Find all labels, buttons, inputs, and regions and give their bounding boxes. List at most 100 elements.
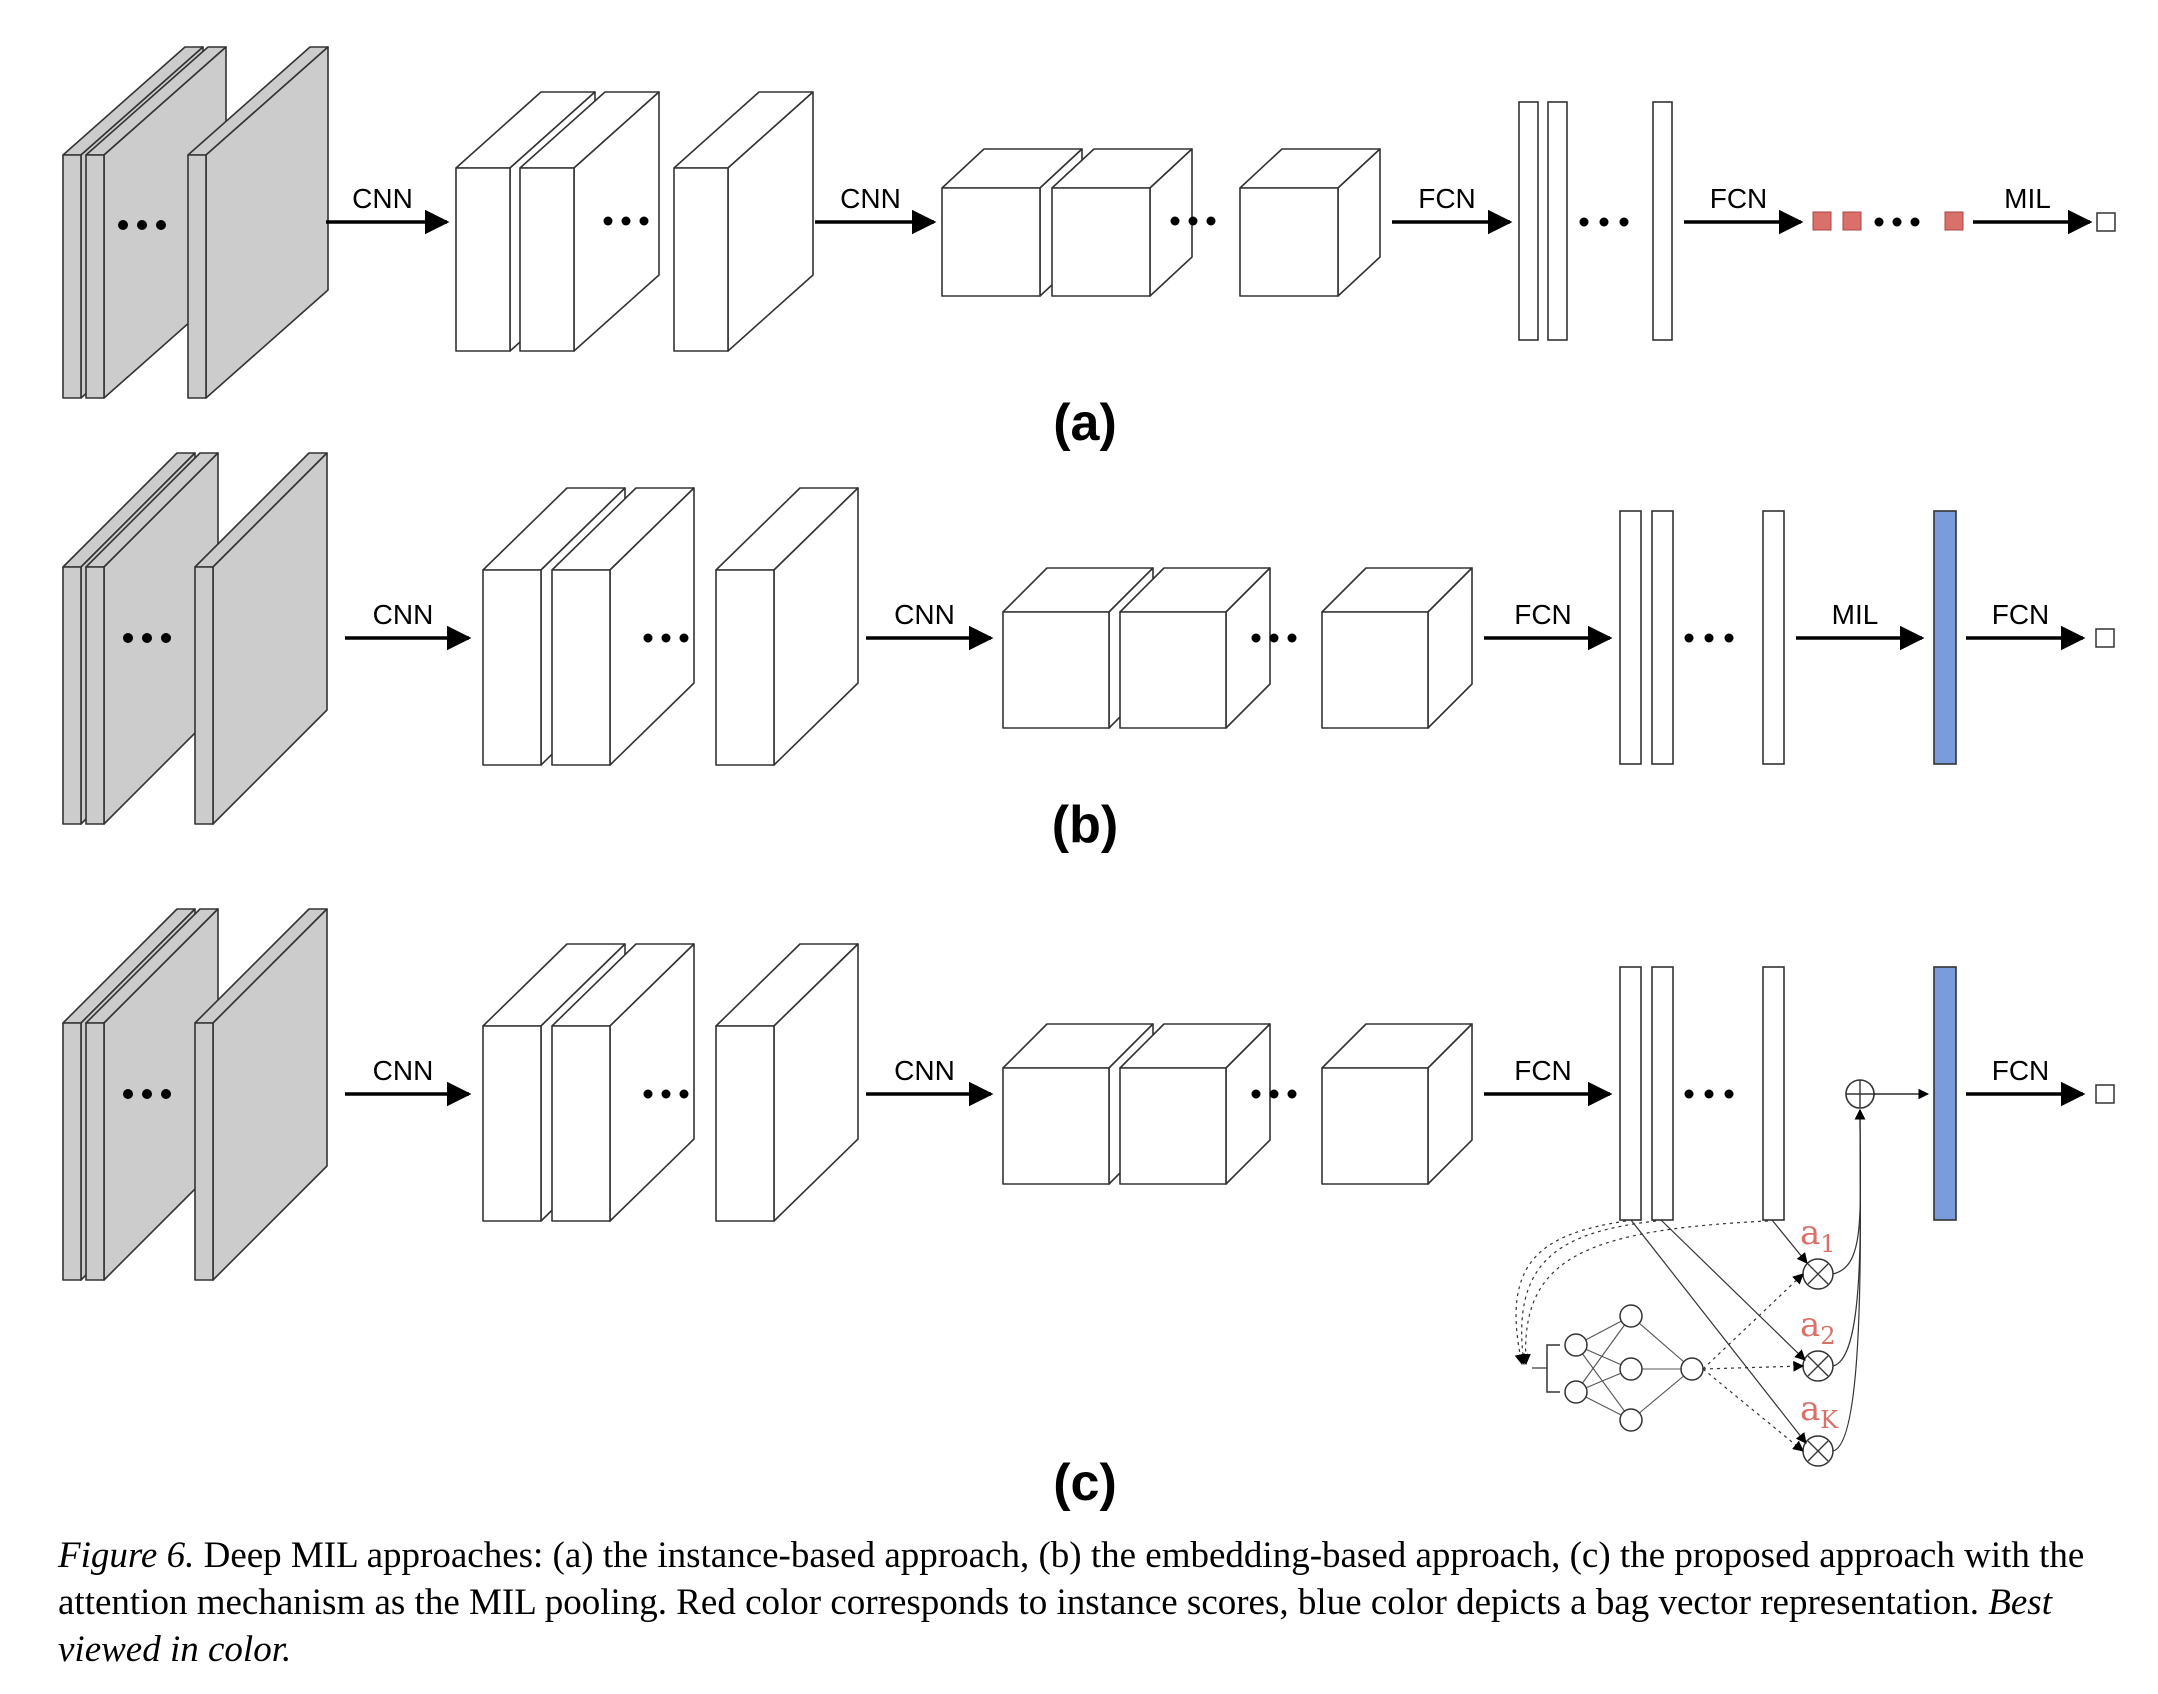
dot — [661, 1089, 671, 1099]
feature-block — [1239, 148, 1381, 297]
network-edge — [1630, 1368, 1693, 1421]
dot — [1206, 216, 1216, 226]
input-slice-front — [62, 1022, 82, 1281]
feature-block — [1321, 1023, 1473, 1185]
weighted-to-sum — [1832, 1108, 1866, 1367]
dot — [118, 220, 128, 230]
dot — [661, 633, 671, 643]
dot — [679, 1089, 689, 1099]
output-box — [2095, 628, 2115, 648]
dot — [1188, 216, 1198, 226]
dot — [1724, 1089, 1734, 1099]
arrow-label: MIL — [2004, 183, 2051, 214]
dot — [621, 216, 631, 226]
arrow-fcn: FCN — [1484, 599, 1613, 651]
feature-block-front — [673, 167, 729, 352]
feature-block-front — [1002, 1067, 1110, 1185]
dot — [142, 1089, 152, 1099]
dot — [1704, 633, 1714, 643]
dot — [643, 1089, 653, 1099]
arrow-label: CNN — [894, 599, 955, 630]
ellipsis-dots — [118, 220, 166, 230]
attention-weight-subscript: K — [1820, 1406, 1839, 1434]
network-neuron — [1680, 1357, 1704, 1381]
arrow-fcn-1: FCN — [1392, 183, 1513, 235]
attention-weight-label: aK — [1800, 1389, 1839, 1434]
sum-node — [1845, 1079, 1875, 1109]
input-slice — [187, 46, 329, 399]
network-neuron — [1564, 1333, 1588, 1357]
input-slice-front — [187, 154, 207, 399]
attention-to-weight — [1702, 1360, 1805, 1372]
ellipsis-dots — [1684, 1089, 1734, 1099]
ellipsis-dots — [603, 216, 649, 226]
output-box — [2095, 1084, 2115, 1104]
network-neuron — [1619, 1304, 1643, 1328]
multiply-node — [1802, 1258, 1834, 1290]
feature-block-front — [1051, 187, 1151, 297]
ellipsis-dots — [1874, 217, 1920, 227]
dot — [161, 633, 171, 643]
instance-to-weight — [1660, 1219, 1806, 1361]
fc-vector — [1652, 101, 1673, 341]
arrow-fcn: FCN — [1484, 1055, 1613, 1107]
dot — [137, 220, 147, 230]
attention-weight-label: a1 — [1800, 1213, 1836, 1258]
arrow-cnn-2: CNN — [866, 1055, 994, 1107]
input-slice — [85, 908, 219, 1281]
feature-block — [551, 943, 695, 1222]
input-slice-front — [62, 154, 82, 399]
dot — [1684, 633, 1694, 643]
dot — [1269, 1089, 1279, 1099]
instance-to-attention — [1517, 1220, 1657, 1366]
fc-vector — [1547, 101, 1568, 341]
panel-label: (b) — [1052, 796, 1118, 854]
feature-block-front — [455, 167, 511, 352]
feature-block — [673, 91, 814, 352]
attention-weight-subscript: 1 — [1820, 1230, 1835, 1258]
input-slice-front — [194, 1022, 214, 1281]
caption-text: Deep MIL approaches: (a) the instance-ba… — [58, 1535, 2085, 1623]
arrow-fcn-out: FCN — [1966, 599, 2086, 651]
feature-block-front — [551, 1025, 611, 1222]
dot — [123, 633, 133, 643]
feature-block-front — [941, 187, 1041, 297]
feature-block — [519, 91, 660, 352]
dot — [1910, 217, 1920, 227]
feature-block — [715, 487, 859, 766]
network-edge — [1575, 1344, 1632, 1421]
dot — [639, 216, 649, 226]
dot — [679, 633, 689, 643]
input-slice-front — [194, 566, 214, 825]
arrow-label: CNN — [373, 1055, 434, 1086]
attention-to-weight — [1702, 1368, 1804, 1452]
dot — [643, 633, 653, 643]
feature-block-front — [519, 167, 575, 352]
dot — [1287, 633, 1297, 643]
feature-block-front — [1002, 611, 1110, 729]
dot — [1704, 1089, 1714, 1099]
dot — [1874, 217, 1884, 227]
arrow-label: FCN — [1992, 1055, 2050, 1086]
ellipsis-dots — [1579, 217, 1629, 227]
arrow-cnn-1: CNN — [345, 1055, 472, 1107]
attention-to-weight — [1702, 1273, 1804, 1370]
bag-vector — [1933, 510, 1957, 765]
figure-caption: Figure 6. Deep MIL approaches: (a) the i… — [58, 1532, 2118, 1673]
feature-block-front — [1119, 611, 1227, 729]
input-slice — [194, 452, 328, 825]
ellipsis-dots — [643, 633, 689, 643]
dot — [1724, 633, 1734, 643]
multiply-cross — [1807, 1263, 1829, 1285]
arrow-label: CNN — [352, 183, 413, 214]
caption-emphasis: Best viewed in color. — [58, 1582, 2052, 1670]
arrow-mil: MIL — [1973, 183, 2093, 235]
network-edge — [1575, 1315, 1632, 1393]
panel-label: (a) — [1053, 394, 1117, 452]
attention-weight-label: a2 — [1800, 1305, 1836, 1350]
dot — [1251, 633, 1261, 643]
instance-score — [1812, 211, 1832, 231]
